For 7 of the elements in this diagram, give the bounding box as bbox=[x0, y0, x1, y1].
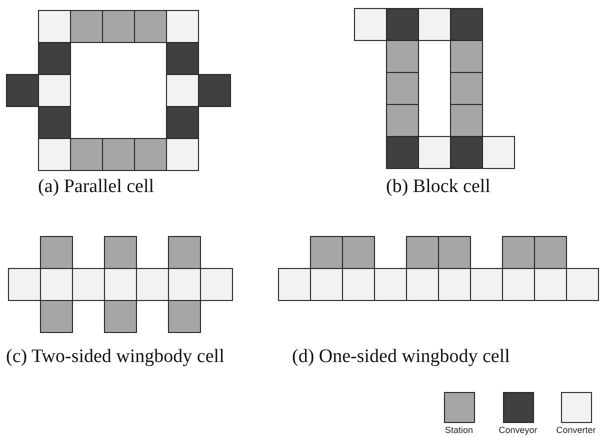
caption: (c) Two-sided wingbody cell bbox=[6, 346, 224, 368]
caption: (d) One-sided wingbody cell bbox=[292, 346, 510, 368]
legend-label: Station bbox=[444, 425, 474, 435]
legend-label: Conveyor bbox=[498, 425, 538, 435]
caption: (b) Block cell bbox=[386, 176, 490, 198]
caption: (a) Parallel cell bbox=[38, 176, 154, 198]
legend-label: Converter bbox=[556, 425, 596, 435]
